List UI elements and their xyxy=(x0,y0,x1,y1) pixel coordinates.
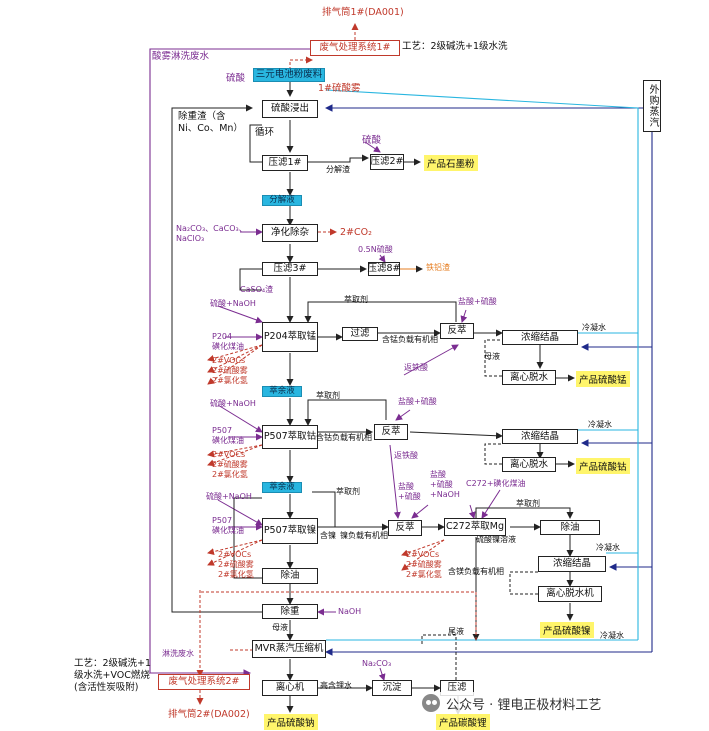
exhaust-system-1-box: 废气处理系统1# xyxy=(310,40,400,56)
decomposition-residue-label: 分解渣 xyxy=(326,165,350,174)
p507ni-strip-box: 反萃 xyxy=(388,520,422,536)
p507co-extractant-return-label: 萃取剂 xyxy=(316,391,340,400)
c272-ni-solution-label: 硫酸镍溶液 xyxy=(476,535,516,544)
purify-box: 净化除杂 xyxy=(262,224,318,242)
p507co-strip-reagent-label: 盐酸+硫酸 xyxy=(398,397,437,406)
ni-condensate-label: 冷凝水 xyxy=(596,543,620,552)
decomposition-liquid-box: 分解液 xyxy=(262,195,302,206)
purify-dilute-acid-label: 0.5N硫酸 xyxy=(358,245,393,254)
mn-condensate-label: 冷凝水 xyxy=(582,323,606,332)
c272-deoil-box: 除油 xyxy=(540,520,600,535)
p507co-loaded-organic-label: 含钴负载有机相 xyxy=(316,433,372,442)
co-condensate-label: 冷凝水 xyxy=(588,420,612,429)
p204-mn-extraction-box: P204萃取锰 xyxy=(262,322,318,352)
leach-residue-label: 除重渣（含 Ni、Co、Mn） xyxy=(178,111,243,134)
product-li-carbonate-label: 产品碳酸锂 xyxy=(436,714,490,730)
p507ni-extractant-label: P507 磺化煤油 xyxy=(212,516,244,535)
product-ni-sulfate-label: 产品硫酸镍 xyxy=(540,622,594,638)
mvr-condensate-label: 冷凝水 xyxy=(600,631,624,640)
deheavy-box: 除重 xyxy=(262,604,318,619)
mother-liquor-label: 母液 xyxy=(272,623,288,632)
purchased-steam-box: 外购蒸汽 xyxy=(643,80,661,132)
ni-evaporation-box: 浓缩结晶 xyxy=(538,556,606,572)
p507ni-reagent-label: 硫酸+NaOH xyxy=(206,492,252,501)
p204-reagent-label: 硫酸+NaOH xyxy=(210,299,256,308)
mn-dewater-box: 离心脱水 xyxy=(502,370,556,385)
exhaust-system-2-box: 废气处理系统2# xyxy=(158,674,250,690)
purify-reagents-label: Na₂CO₃、CaCO₃、 NaClO₃ xyxy=(176,224,247,243)
leach-recycle-label: 循环 xyxy=(255,127,275,138)
filter-press-8-box: 压滤8# xyxy=(367,262,401,276)
filter-press-1-box: 压滤1# xyxy=(262,155,308,171)
raw-material-box: 三元电池粉废料 xyxy=(253,68,325,82)
p204-extractant-label: P204 磺化煤油 xyxy=(212,332,244,351)
p507ni-loaded-organic-label: 镍负载有机相 xyxy=(340,531,388,540)
p507-co-extraction-box: P507萃取钴 xyxy=(262,425,318,449)
p204-strip-reagent-label: 盐酸+硫酸 xyxy=(458,297,497,306)
p507co-extractant-label: P507 磺化煤油 xyxy=(212,426,244,445)
caso4-residue-label: CaSO₄渣 xyxy=(240,285,274,294)
wechat-icon xyxy=(422,694,440,712)
p507ni-emissions-label: 2#VOCs 2#硫酸雾 2#氯化氢 xyxy=(218,550,254,579)
c272-extractant-label: C272+磺化煤油 xyxy=(466,479,526,488)
p507ni-deoil-box: 除油 xyxy=(262,568,318,584)
exhaust-stack-1-label: 排气筒1#(DA001) xyxy=(322,7,404,18)
spray-water-top-label: 酸雾淋洗废水 xyxy=(152,51,210,62)
purify-co2-label: 2#CO₂ xyxy=(340,227,372,238)
high-lithium-water-label: 高含锂水 xyxy=(320,681,352,690)
p204-strip-box: 反萃 xyxy=(440,323,474,339)
watermark-text: 公众号 · 锂电正极材料工艺 xyxy=(446,697,602,713)
product-graphite-label: 产品石墨粉 xyxy=(424,155,478,171)
co-evaporation-box: 浓缩结晶 xyxy=(502,429,578,444)
p507co-reagent-label: 硫酸+NaOH xyxy=(210,399,256,408)
mn-evaporation-box: 浓缩结晶 xyxy=(502,330,578,345)
tail-liquor-label: 尾液 xyxy=(448,627,464,636)
exhaust-process-1-label: 工艺：2级碱洗+1级水洗 xyxy=(402,41,508,52)
spray-water-bottom-label: 淋洗废水 xyxy=(162,649,194,658)
c272-reagent-label: 盐酸 +硫酸 +NaOH xyxy=(430,470,460,499)
p507ni-extractant-return-label: 萃取剂 xyxy=(336,487,360,496)
product-na-sulfate-label: 产品硫酸钠 xyxy=(264,714,318,730)
p507co-back-iron-2-label: 返铁酸 xyxy=(394,451,418,460)
p507-ni-extraction-box: P507萃取镍 xyxy=(262,518,318,544)
c272-emissions-label: 2#VOCs 2#硫酸雾 2#氯化氢 xyxy=(406,550,442,579)
p507co-raffinate-box: 萃余液 xyxy=(262,482,302,493)
product-mn-sulfate-label: 产品硫酸锰 xyxy=(576,371,630,387)
leach-mist-label: 1#硫酸雾 xyxy=(318,83,361,94)
p507co-emissions-label: 2#VOCs 2#硫酸雾 2#氯化氢 xyxy=(212,450,248,479)
mvr-compressor-box: MVR蒸汽压缩机 xyxy=(252,640,326,658)
precipitation-box: 沉淀 xyxy=(372,680,412,696)
c272-loaded-organic-label: 含镁负载有机相 xyxy=(448,567,504,576)
co-dewater-box: 离心脱水 xyxy=(502,457,556,472)
iron-aluminum-residue-label: 铁铝渣 xyxy=(426,263,450,272)
deheavy-naoh-label: NaOH xyxy=(338,607,362,616)
filter2-acid-label: 硫酸 xyxy=(362,135,382,146)
p204-emissions-label: 2#VOCs 2#硫酸雾 2#氯化氢 xyxy=(212,356,248,385)
acid-leach-box: 硫酸浸出 xyxy=(262,100,318,118)
centrifuge-box: 离心机 xyxy=(262,680,318,696)
p204-raffinate-box: 萃余液 xyxy=(262,386,302,397)
p204-extractant-return-label: 萃取剂 xyxy=(344,295,368,304)
c272-extractant-return-label: 萃取剂 xyxy=(516,499,540,508)
exhaust-process-2-label: 工艺：2级碱洗+1 级水洗+VOC燃烧 (含活性炭吸附) xyxy=(74,658,152,693)
mn-mother-liquor-label: 母液 xyxy=(484,352,500,361)
exhaust-stack-2-label: 排气筒2#(DA002) xyxy=(168,709,250,720)
watermark: 公众号 · 锂电正极材料工艺 xyxy=(422,692,602,714)
sodium-carbonate-label: Na₂CO₃ xyxy=(362,659,392,668)
c272-mg-extraction-box: C272萃取Mg xyxy=(444,518,506,536)
filter-press-3-box: 压滤3# xyxy=(262,262,318,276)
p204-filtration-box: 过滤 xyxy=(342,327,378,341)
p507ni-strip-reagent-label: 盐酸 +硫酸 xyxy=(398,482,421,501)
p204-loaded-organic-label: 含锰负载有机相 xyxy=(382,335,438,344)
ni-dewater-box: 离心脱水机 xyxy=(538,586,602,602)
p507co-back-iron-label: 返铁酸 xyxy=(404,363,428,372)
p507co-strip-box: 反萃 xyxy=(374,424,408,440)
filter-press-2-box: 压滤2# xyxy=(370,154,404,170)
p507ni-contain-label: 含镍 xyxy=(320,531,336,540)
product-co-sulfate-label: 产品硫酸钴 xyxy=(576,458,630,474)
leach-acid-label: 硫酸 xyxy=(226,73,246,84)
